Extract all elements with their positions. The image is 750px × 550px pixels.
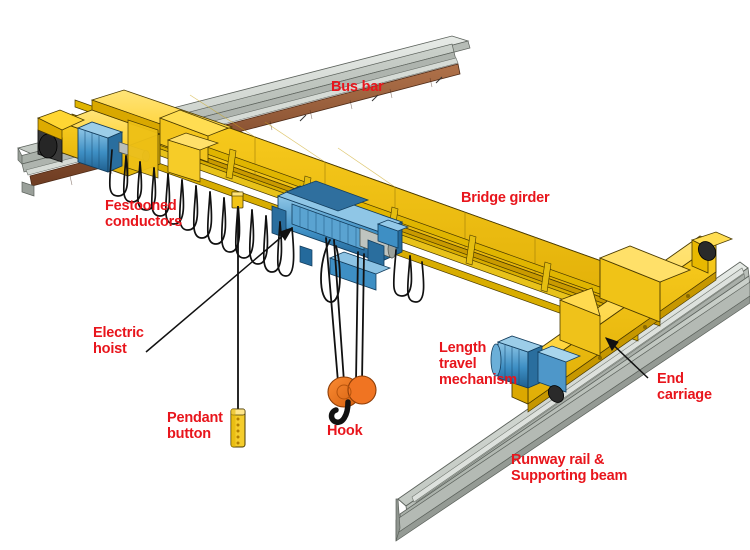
label-end-carriage: End carriage: [657, 371, 712, 404]
lower-runway-rail-assembly: [395, 261, 750, 542]
label-hook: Hook: [327, 423, 363, 439]
hook-block: [327, 375, 377, 426]
leader-lines: [145, 227, 649, 379]
festoon-trolley-blocks: [231, 191, 244, 209]
leader-electric-hoist: [145, 227, 293, 353]
label-festooned-conductors: Festooned conductors: [105, 198, 182, 231]
hoist-ropes: [320, 237, 365, 383]
hook-shape: [328, 399, 351, 426]
pendant-control: [230, 206, 246, 448]
festooned-conductors-cables: [108, 149, 425, 303]
right-end-carriage: [511, 231, 734, 413]
label-pendant-button: Pendant button: [167, 410, 223, 443]
label-bus-bar: Bus bar: [331, 79, 384, 95]
label-runway-rail-supporting-beam: Runway rail & Supporting beam: [511, 452, 628, 485]
label-length-travel-mechanism: Length travel mechanism: [439, 340, 517, 389]
label-electric-hoist: Electric hoist: [93, 325, 144, 358]
label-bridge-girder: Bridge girder: [461, 190, 550, 206]
left-end-carriage: [36, 89, 234, 183]
length-travel-mechanism-motor: [490, 335, 582, 403]
leader-arrow-end-carriage: [605, 337, 619, 351]
leader-arrow-electric-hoist: [279, 227, 294, 241]
hoist-lower-frame: [328, 251, 392, 291]
